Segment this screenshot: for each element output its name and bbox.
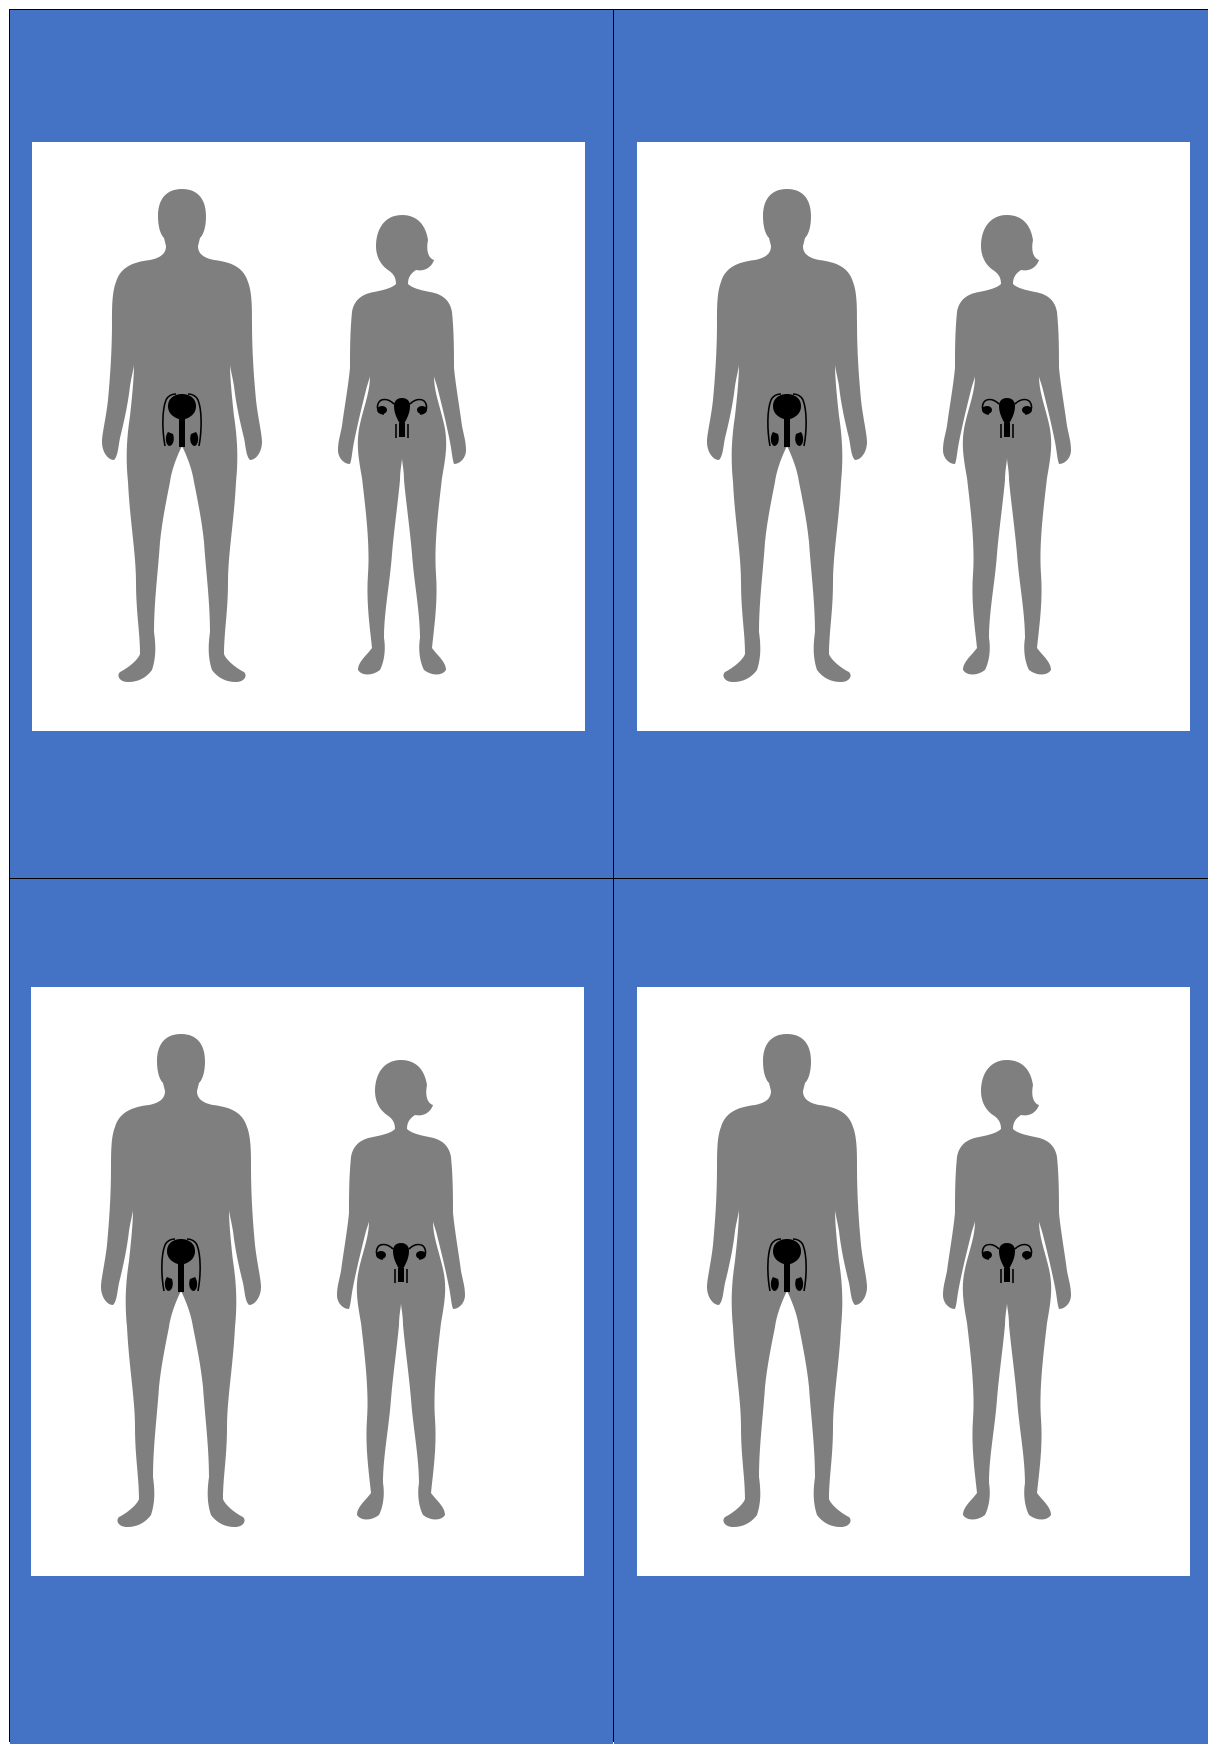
human-figures-illustration xyxy=(31,987,584,1576)
panel-top-left xyxy=(10,10,613,878)
panel-grid xyxy=(9,9,1208,1742)
panel-bottom-left xyxy=(10,879,613,1744)
female-silhouette xyxy=(337,1060,465,1520)
panel-top-right xyxy=(614,10,1208,878)
panel-bottom-right xyxy=(614,879,1208,1744)
female-silhouette xyxy=(943,1060,1071,1520)
male-silhouette xyxy=(707,1034,867,1527)
illustration-card xyxy=(31,987,584,1576)
female-silhouette xyxy=(338,215,466,675)
illustration-card xyxy=(32,142,585,731)
female-silhouette xyxy=(943,215,1071,675)
male-silhouette xyxy=(102,189,262,682)
human-figures-illustration xyxy=(32,142,585,731)
illustration-card xyxy=(637,142,1190,731)
illustration-card xyxy=(637,987,1190,1576)
male-silhouette xyxy=(101,1034,261,1527)
male-silhouette xyxy=(707,189,867,682)
human-figures-illustration xyxy=(637,142,1190,731)
human-figures-illustration xyxy=(637,987,1190,1576)
